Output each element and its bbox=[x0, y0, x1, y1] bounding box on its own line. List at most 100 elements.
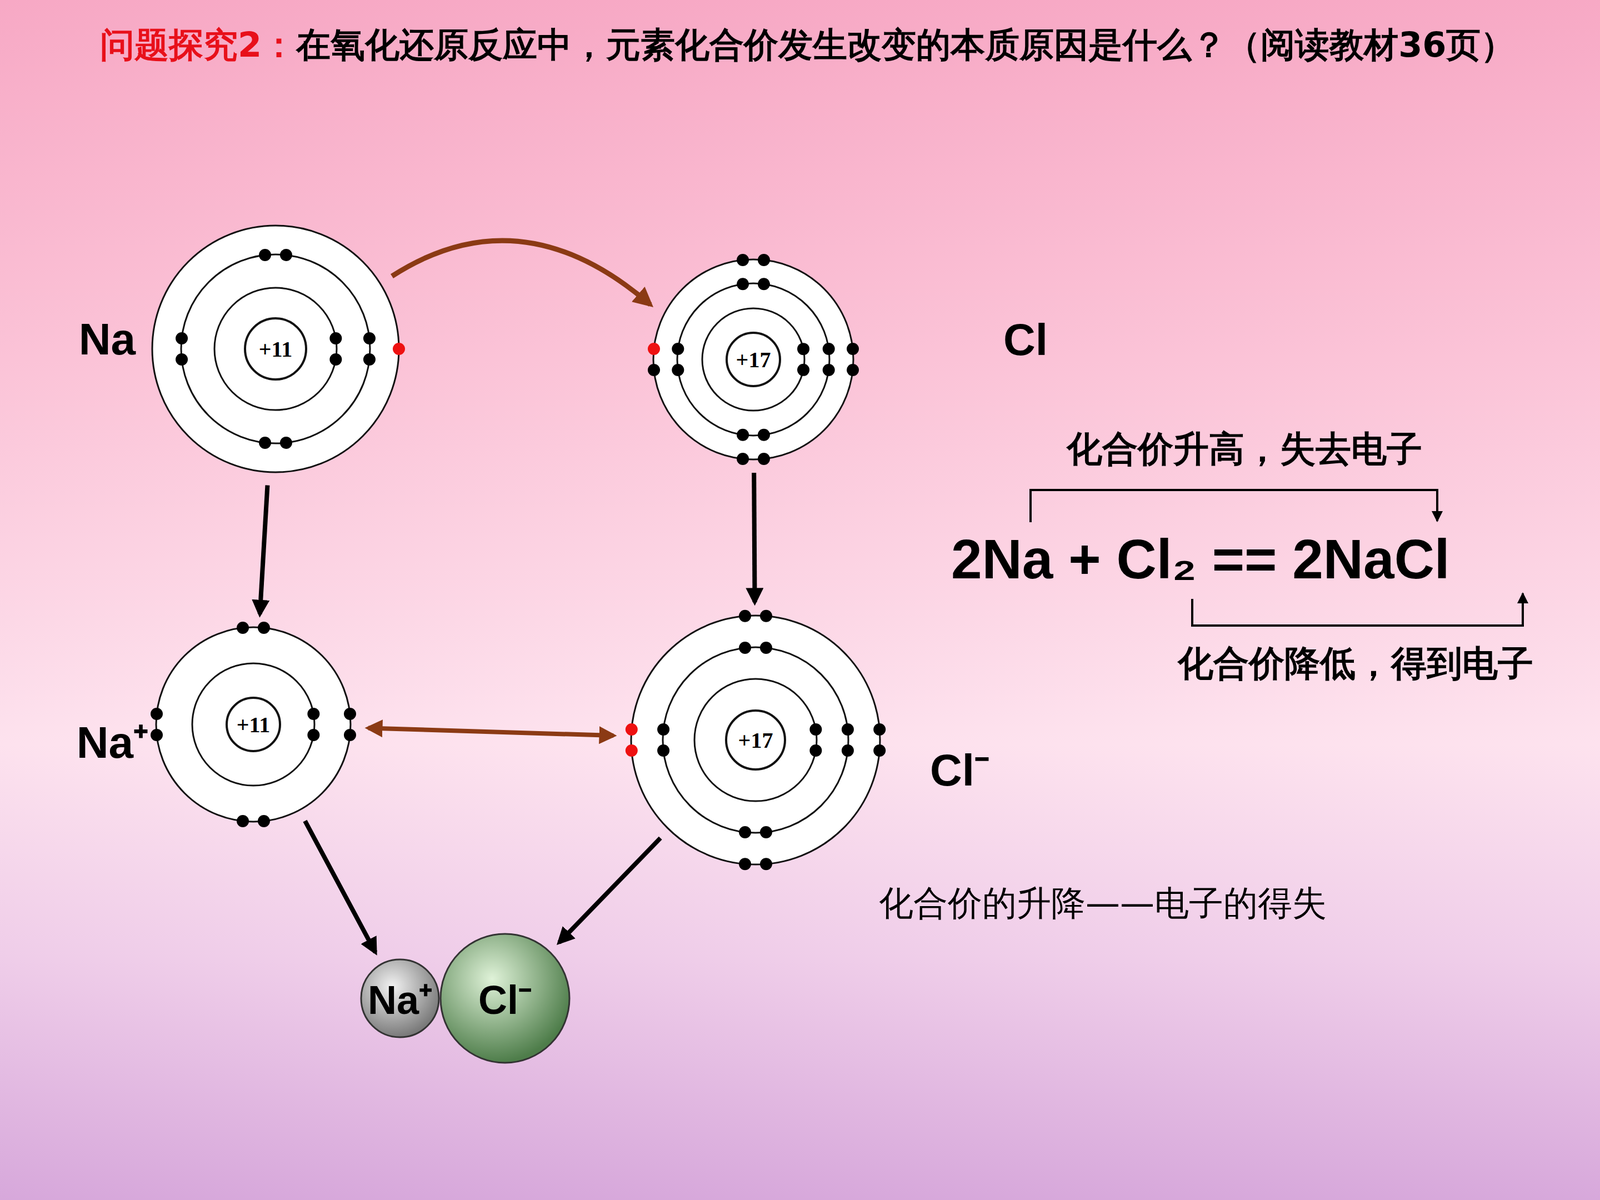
ion-label: Na⁺ bbox=[367, 971, 433, 1026]
ion-label: Cl⁻ bbox=[478, 971, 532, 1026]
connector-arrow bbox=[391, 240, 650, 305]
electron bbox=[257, 621, 270, 634]
atom: Na+11 bbox=[152, 225, 399, 473]
electron bbox=[363, 332, 376, 345]
atom-label: Cl⁻ bbox=[930, 748, 990, 793]
atom-label: Na⁺ bbox=[76, 720, 149, 765]
electron bbox=[647, 342, 660, 355]
electron bbox=[671, 363, 684, 377]
electron bbox=[647, 363, 660, 377]
nucleus: +11 bbox=[243, 317, 308, 381]
nuclear-charge: +17 bbox=[738, 727, 774, 754]
connector-arrow bbox=[558, 838, 660, 943]
nuclear-charge: +17 bbox=[736, 346, 772, 373]
electron bbox=[873, 723, 886, 736]
electron bbox=[738, 610, 752, 623]
electron-shell bbox=[677, 283, 830, 436]
nucleus: +17 bbox=[725, 709, 787, 771]
electron bbox=[258, 248, 272, 262]
electron bbox=[307, 707, 320, 720]
nucleus-circle bbox=[226, 697, 280, 752]
electron bbox=[150, 707, 163, 720]
electron bbox=[846, 342, 859, 355]
electron bbox=[236, 815, 249, 828]
electron bbox=[841, 723, 854, 736]
bracket bbox=[1192, 593, 1523, 626]
electron-shell bbox=[156, 627, 351, 822]
electron bbox=[809, 744, 822, 757]
atom: Cl⁻+17 bbox=[631, 615, 880, 865]
electron bbox=[329, 332, 342, 345]
electron bbox=[736, 452, 749, 465]
electron bbox=[797, 363, 810, 377]
connector-arrow bbox=[368, 727, 614, 736]
electron bbox=[760, 857, 773, 870]
electron bbox=[625, 723, 638, 736]
nucleus-circle bbox=[726, 710, 785, 770]
electron bbox=[757, 452, 770, 465]
nucleus-circle bbox=[245, 318, 307, 380]
electron bbox=[757, 277, 770, 290]
atom: Cl+17 bbox=[653, 259, 854, 460]
electron bbox=[738, 857, 752, 870]
electron bbox=[873, 744, 886, 757]
electron bbox=[846, 363, 859, 377]
electron bbox=[738, 641, 752, 654]
title: 在氧化还原反应中，元素化合价发生改变的本质原因是什么？（阅读教材36页） bbox=[296, 24, 1515, 65]
nuclear-charge: +11 bbox=[258, 336, 293, 363]
title-line: 问题探究2：在氧化还原反应中，元素化合价发生改变的本质原因是什么？（阅读教材36… bbox=[100, 18, 1523, 71]
electron bbox=[280, 248, 293, 262]
electron bbox=[822, 363, 835, 377]
electron bbox=[760, 826, 773, 839]
electron bbox=[736, 277, 749, 290]
electron bbox=[236, 621, 249, 634]
nucleus: +11 bbox=[225, 696, 282, 753]
electron-shell bbox=[702, 308, 805, 411]
electron bbox=[757, 428, 770, 442]
ion-ball: Cl⁻ bbox=[439, 932, 571, 1064]
electron bbox=[307, 728, 320, 742]
electron bbox=[760, 641, 773, 654]
electron bbox=[258, 436, 272, 449]
ion-ball: Na⁺ bbox=[360, 958, 440, 1039]
electron bbox=[625, 744, 638, 757]
electron bbox=[736, 428, 749, 442]
electron bbox=[175, 332, 188, 345]
bracket-label: 化合价升高，失去电子 bbox=[1066, 429, 1423, 469]
atom: Na⁺+11 bbox=[156, 627, 351, 822]
electron bbox=[175, 353, 188, 366]
nuclear-charge: +11 bbox=[236, 711, 271, 738]
ion-ball-circle bbox=[361, 959, 439, 1038]
electron bbox=[822, 342, 835, 355]
electron bbox=[392, 342, 405, 355]
electron bbox=[363, 353, 376, 366]
electron-shell bbox=[192, 663, 315, 786]
nucleus-circle bbox=[726, 332, 780, 387]
electron bbox=[257, 815, 270, 828]
bracket-label: 化合价降低，得到电子 bbox=[1177, 643, 1534, 683]
nucleus: +17 bbox=[725, 331, 782, 388]
electron-shell bbox=[181, 254, 370, 444]
electron bbox=[797, 342, 810, 355]
electron bbox=[343, 707, 357, 720]
electron bbox=[841, 744, 854, 757]
electron-shell bbox=[214, 287, 337, 410]
note: 化合价的升降——电子的得失 bbox=[878, 884, 1327, 923]
electron bbox=[757, 253, 770, 267]
question-tag: 问题探究2： bbox=[100, 24, 297, 65]
electron bbox=[809, 723, 822, 736]
electron bbox=[657, 744, 670, 757]
electron bbox=[738, 826, 752, 839]
electron-shell bbox=[653, 259, 854, 460]
electron bbox=[671, 342, 684, 355]
electron bbox=[657, 723, 670, 736]
electron bbox=[343, 728, 357, 742]
electron bbox=[736, 253, 749, 267]
connector-arrow bbox=[753, 472, 755, 603]
connector-arrow bbox=[260, 485, 268, 615]
electron-shell bbox=[694, 678, 817, 802]
electron-shell bbox=[631, 615, 880, 865]
